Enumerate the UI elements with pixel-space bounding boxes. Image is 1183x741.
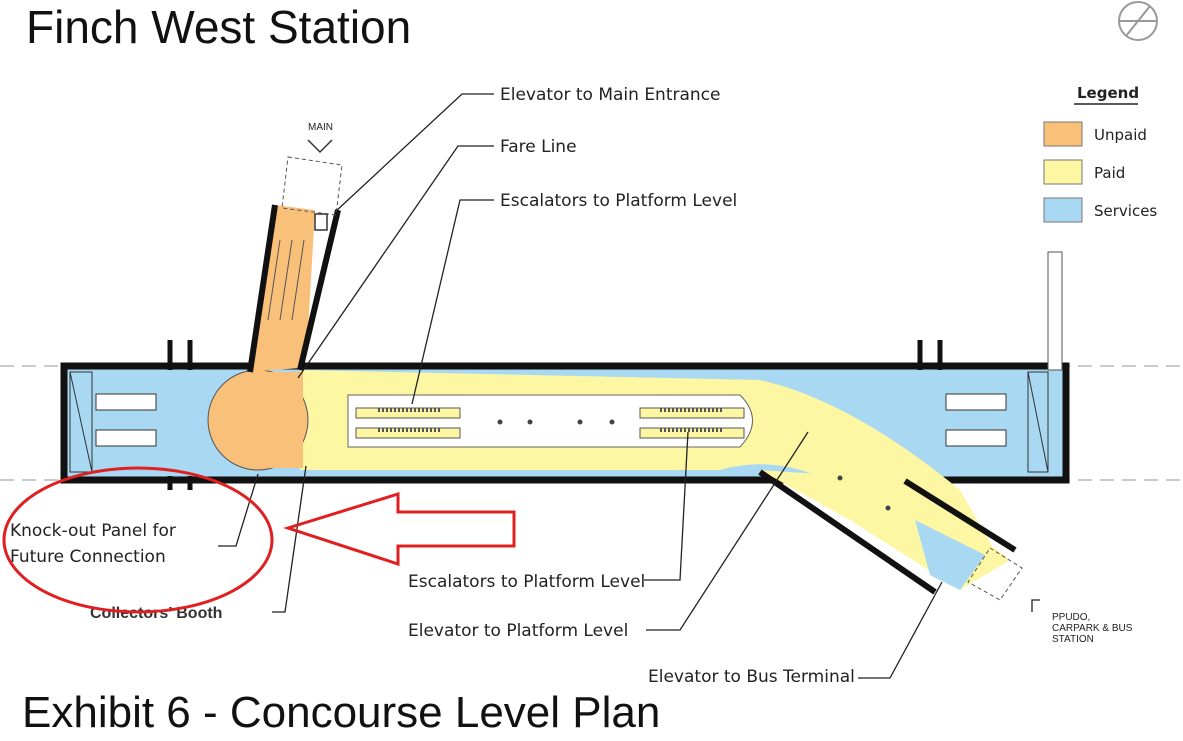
highlight-arrow-icon (283, 491, 516, 567)
label-ppudo-3: STATION (1052, 634, 1094, 645)
arm-wall-left (247, 204, 278, 373)
compass-icon (1118, 1, 1158, 41)
legend-label-unpaid: Unpaid (1094, 126, 1147, 144)
bus-wing-wall-b (903, 478, 1017, 553)
label-collectors-booth: Collectors’ Booth (90, 605, 222, 622)
east-end-services (945, 371, 1049, 473)
legend-title: Legend (1077, 84, 1139, 102)
bus-wing-future (967, 547, 1023, 601)
label-knockout-1: Knock-out Panel for (10, 521, 176, 541)
escalators-west (355, 407, 461, 439)
label-ppudo-1: PPUDO, (1052, 612, 1090, 623)
exhibit-caption: Exhibit 6 - Concourse Level Plan (22, 688, 661, 737)
legend-swatch-unpaid (1043, 121, 1083, 147)
leader-lines (218, 93, 1040, 679)
west-end-services (69, 371, 157, 473)
label-ppudo-2: CARPARK & BUS (1052, 623, 1133, 634)
escalators-east (639, 407, 745, 439)
main-chevron-icon (307, 139, 333, 154)
label-escalators-top: Escalators to Platform Level (500, 191, 737, 211)
label-knockout-2: Future Connection (10, 547, 166, 567)
label-elevator-bus: Elevator to Bus Terminal (648, 667, 855, 687)
arm-future (281, 156, 343, 216)
unpaid-area (258, 372, 303, 468)
page-title: Finch West Station (26, 1, 412, 53)
highlight-ellipse (2, 466, 274, 614)
bus-wing-wall-a (758, 469, 937, 595)
core-void (347, 394, 753, 448)
label-fare-line: Fare Line (500, 137, 577, 157)
main-entrance-arm (250, 205, 315, 372)
legend-swatch-services (1043, 197, 1083, 223)
wall-stubs (167, 340, 943, 490)
arm-escalators (267, 239, 305, 321)
arm-wall-right (297, 209, 341, 371)
columns (497, 419, 891, 511)
label-elevator-main-entrance: Elevator to Main Entrance (500, 85, 721, 105)
elevator-main-symbol (314, 213, 328, 231)
vent-shaft (1047, 251, 1063, 371)
legend-label-paid: Paid (1094, 164, 1125, 182)
legend-label-services: Services (1094, 202, 1157, 220)
label-elevator-platform: Elevator to Platform Level (408, 621, 628, 641)
legend-swatch-paid (1043, 159, 1083, 185)
main-label: MAIN (308, 122, 333, 133)
legend: Legend Unpaid Paid Services (1043, 84, 1157, 223)
bus-wing-services (915, 520, 985, 590)
label-escalators-bottom: Escalators to Platform Level (408, 572, 645, 592)
